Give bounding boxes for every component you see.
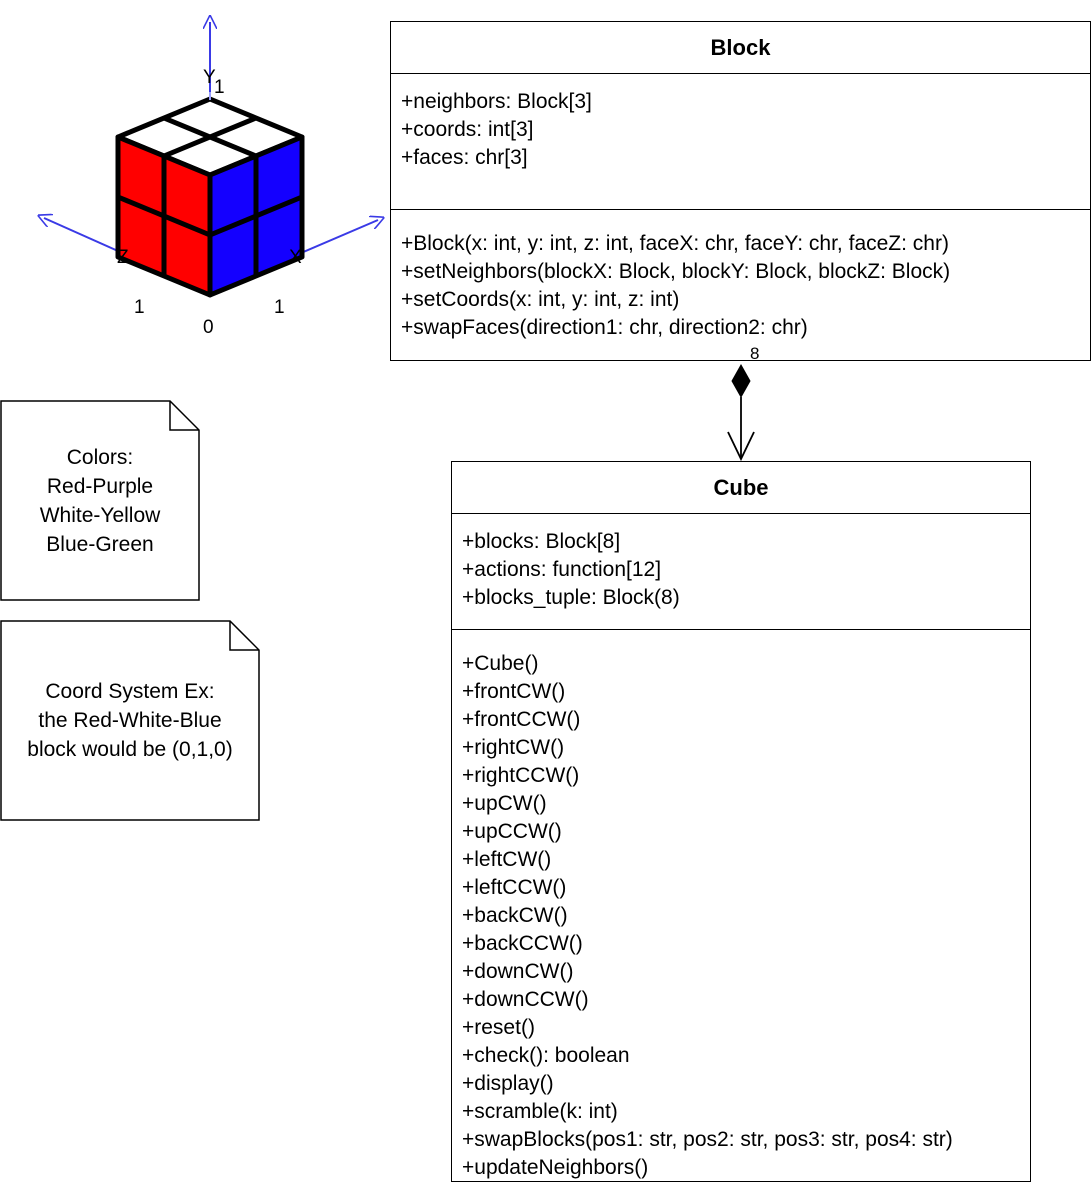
cube-method: +backCCW() — [462, 932, 583, 955]
cube-attribute: +actions: function[12] — [462, 558, 662, 581]
block-methods-section: +Block(x: int, y: int, z: int, faceX: ch… — [391, 210, 1090, 342]
block-method: +Block(x: int, y: int, z: int, faceX: ch… — [401, 232, 949, 255]
cube-methods-section: +Cube() +frontCW() +frontCCW() +rightCW(… — [452, 630, 1030, 1182]
note-line: Red-Purple — [46, 475, 154, 498]
cube-method: +downCCW() — [462, 988, 589, 1011]
cube-method: +updateNeighbors() — [462, 1156, 649, 1179]
block-method: +swapFaces(direction1: chr, direction2: … — [401, 316, 808, 339]
origin-coord-label: 0 — [203, 317, 214, 338]
cube-method: +upCCW() — [462, 820, 562, 843]
note-line: Coord System Ex: — [45, 680, 215, 703]
cube-attributes-section: +blocks: Block[8] +actions: function[12]… — [452, 514, 1030, 630]
y-coord-label: 1 — [214, 77, 225, 98]
block-class-box[interactable]: Block +neighbors: Block[3] +coords: int[… — [390, 21, 1091, 361]
y-axis-label: Y — [203, 67, 216, 88]
block-attribute: +neighbors: Block[3] — [401, 90, 592, 113]
cube-method: +leftCW() — [462, 848, 552, 871]
block-class-name: Block — [391, 22, 1090, 74]
cube-method: +reset() — [462, 1016, 535, 1039]
cube-method: +leftCCW() — [462, 876, 567, 899]
cube-method: +check(): boolean — [462, 1044, 630, 1067]
block-method: +setNeighbors(blockX: Block, blockY: Blo… — [401, 260, 951, 283]
cube-method: +frontCW() — [462, 680, 566, 703]
cube-method: +rightCW() — [462, 736, 565, 759]
note-line: White-Yellow — [39, 504, 161, 527]
note-line: Colors: — [66, 446, 134, 469]
block-method: +setCoords(x: int, y: int, z: int) — [401, 288, 680, 311]
note-line: Blue-Green — [46, 533, 154, 556]
cube-method: +display() — [462, 1072, 554, 1095]
z-axis-label: Z — [117, 247, 129, 268]
cube-method: +scramble(k: int) — [462, 1100, 618, 1123]
cube-method: +downCW() — [462, 960, 574, 983]
cube-method: +backCW() — [462, 904, 568, 927]
note-line: the Red-White-Blue — [38, 709, 222, 732]
coord-system-note-text: Coord System Ex: the Red-White-Blue bloc… — [0, 677, 260, 764]
block-attributes-section: +neighbors: Block[3] +coords: int[3] +fa… — [391, 74, 1090, 210]
cube-attribute: +blocks_tuple: Block(8) — [462, 586, 680, 609]
cube-method: +rightCCW() — [462, 764, 580, 787]
x-axis-label: X — [289, 247, 302, 268]
arrowhead-icon — [727, 431, 755, 462]
cube-class-name: Cube — [452, 462, 1030, 514]
coord-system-note — [0, 620, 260, 821]
colors-note — [0, 400, 200, 601]
colors-note-text: Colors: Red-Purple White-Yellow Blue-Gre… — [0, 443, 200, 559]
cube-method: +swapBlocks(pos1: str, pos2: str, pos3: … — [462, 1128, 953, 1151]
cube-class-box[interactable]: Cube +blocks: Block[8] +actions: functio… — [451, 461, 1031, 1182]
z-coord-label: 1 — [134, 297, 145, 318]
block-attribute: +coords: int[3] — [401, 118, 534, 141]
composition-diamond-icon — [731, 363, 751, 399]
rubiks-cube-illustration — [0, 0, 390, 298]
note-line: block would be (0,1,0) — [27, 738, 233, 761]
cube-method: +frontCCW() — [462, 708, 581, 731]
block-attribute: +faces: chr[3] — [401, 146, 528, 169]
composition-connector — [727, 363, 755, 462]
cube-method: +Cube() — [462, 652, 539, 675]
cube-method: +upCW() — [462, 792, 547, 815]
composition-multiplicity: 8 — [750, 344, 760, 363]
x-coord-label: 1 — [274, 297, 285, 318]
cube-attribute: +blocks: Block[8] — [462, 530, 621, 553]
